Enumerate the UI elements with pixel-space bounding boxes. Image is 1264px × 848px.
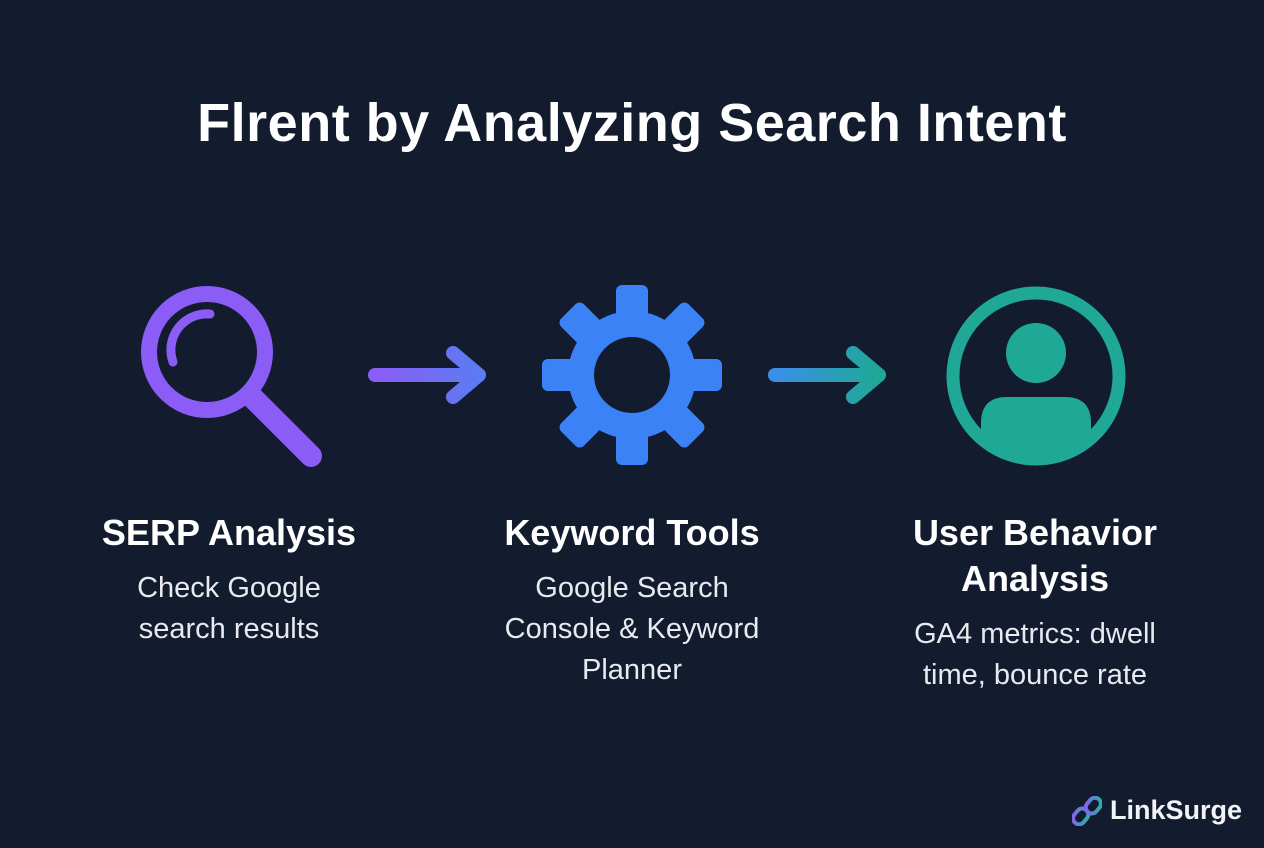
arrow-right-icon xyxy=(768,346,886,404)
step-description: GA4 metrics: dwell time, bounce rate xyxy=(914,618,1156,691)
step-keyword-tools: Keyword Tools Google Search Console & Ke… xyxy=(442,510,822,691)
gear-icon xyxy=(542,285,722,465)
brand-name: LinkSurge xyxy=(1109,795,1242,825)
step-description: Google Search Console & Keyword Planner xyxy=(504,572,760,686)
step-heading: SERP Analysis xyxy=(101,512,357,553)
chain-link-icon xyxy=(1071,795,1102,826)
step-heading: User Behavior Analysis xyxy=(912,512,1158,599)
page-title: Flrent by Analyzing Search Intent xyxy=(197,93,1067,153)
user-icon xyxy=(946,286,1126,466)
step-heading: Keyword Tools xyxy=(504,512,760,553)
step-serp-analysis: SERP Analysis Check Google search result… xyxy=(39,510,419,650)
step-description: Check Google search results xyxy=(137,572,321,645)
arrow-right-icon xyxy=(368,346,486,404)
step-user-behavior: User Behavior Analysis GA4 metrics: dwel… xyxy=(845,510,1225,696)
brand-logo: LinkSurge xyxy=(1071,795,1242,826)
search-icon xyxy=(141,286,322,467)
